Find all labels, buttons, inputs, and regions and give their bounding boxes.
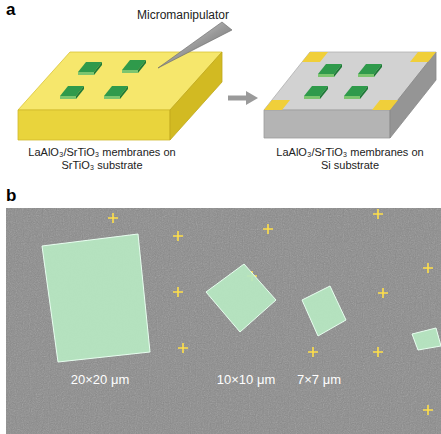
sample-caption: LaAlO₃/SrTiO₃ membranes on SrTiO₃ substr… <box>28 146 176 172</box>
membranes <box>60 60 146 99</box>
srtio3-substrate <box>18 52 222 140</box>
sample-caption: LaAlO₃/SrTiO₃ membranes on Si substrate <box>276 146 424 172</box>
size-label: 20×20 μm <box>50 372 150 388</box>
micromanipulator-needle <box>158 22 232 68</box>
size-label: 7×7 μm <box>282 372 356 388</box>
membrane-flakes <box>42 234 441 362</box>
si-substrate <box>264 52 436 138</box>
transfer-arrow <box>228 91 258 105</box>
alignment-marks <box>108 209 433 415</box>
size-label: 10×10 μm <box>196 372 296 388</box>
tool-label: Micromanipulator <box>118 8 248 22</box>
panel-letter: a <box>6 0 26 20</box>
transferred-membranes <box>304 64 382 99</box>
sem-image <box>6 208 441 434</box>
panel-letter: b <box>6 186 26 206</box>
